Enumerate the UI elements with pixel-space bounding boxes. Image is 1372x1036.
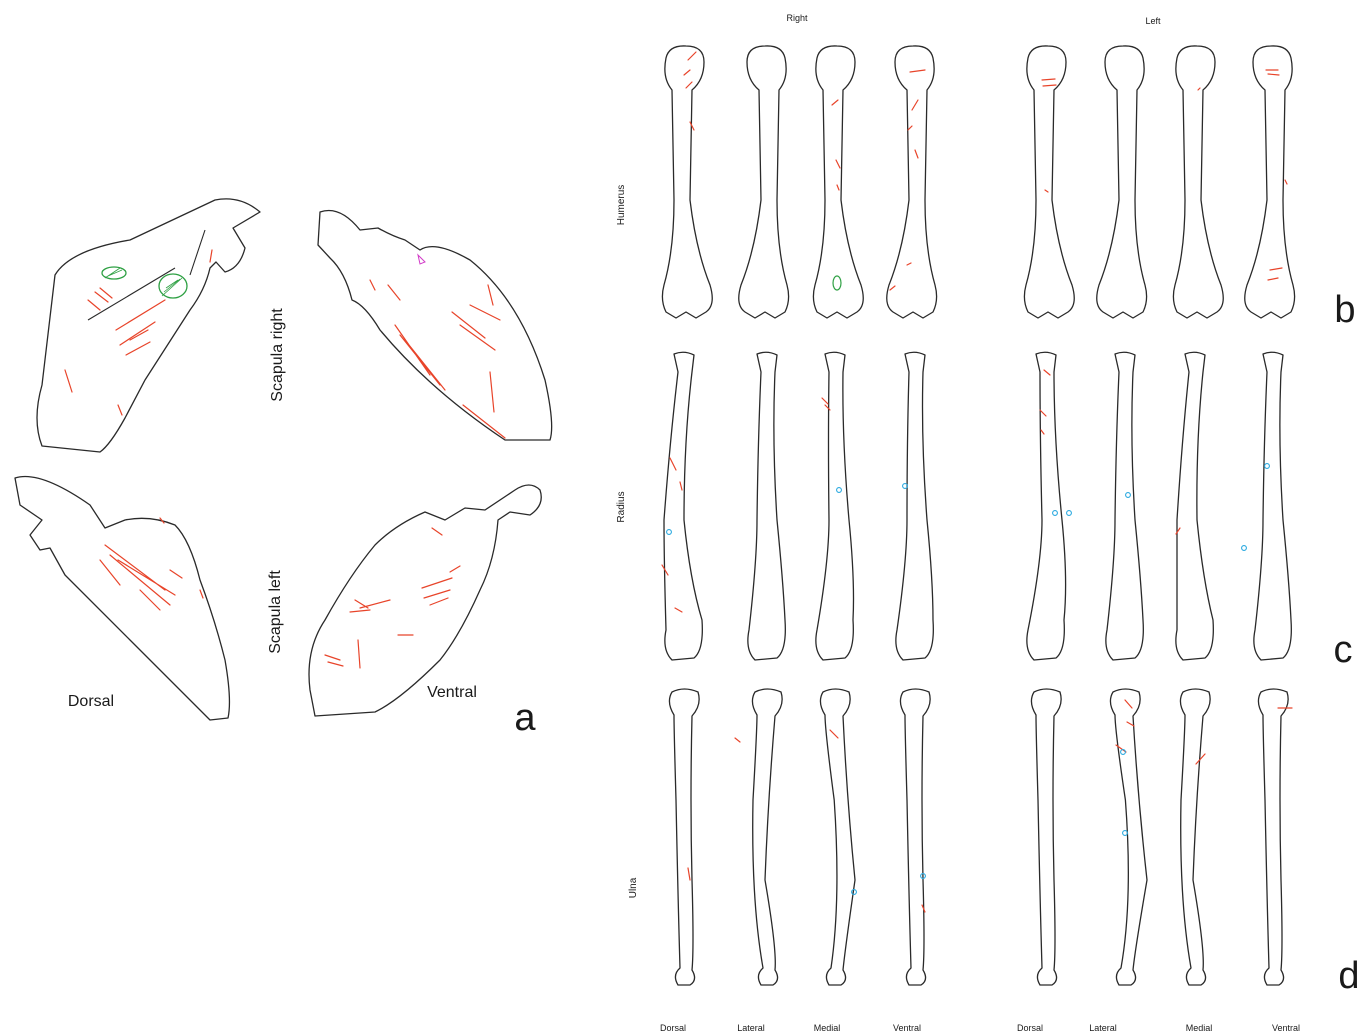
radius-right-dorsal-outline [664, 352, 702, 660]
view-label-1: Dorsal [660, 1023, 686, 1033]
radius-left-lateral-outline [1106, 352, 1143, 660]
radius-left-ventral-outline [1254, 352, 1291, 660]
humerus-row [662, 46, 1294, 318]
panel-letter-d: d [1338, 955, 1359, 997]
ulna-row [669, 689, 1288, 985]
ulna-left-ventral-outline [1258, 689, 1288, 985]
view-label-6: Lateral [1089, 1023, 1117, 1033]
radius-left-medial-outline [1176, 352, 1213, 660]
panel-bcd: Right Left Humerus Radius Ulna b c d Dor… [616, 13, 1360, 1033]
view-label-ventral: Ventral [427, 684, 477, 701]
view-label-5: Dorsal [1017, 1023, 1043, 1033]
radius-right-lateral-outline [748, 352, 785, 660]
ulna-right-medial-outline [820, 689, 855, 985]
humerus-left-medial-outline [1173, 46, 1223, 318]
panel-a: Scapula right Scapula left Dorsal Ventra… [15, 199, 552, 739]
pit-mark [1067, 511, 1072, 516]
humerus-right-lateral-outline [739, 46, 789, 318]
side-header-left: Left [1145, 16, 1161, 26]
humerus-left-ventral-outline [1245, 46, 1295, 318]
view-label-4: Ventral [893, 1023, 921, 1033]
scapula-left-ventral [309, 485, 541, 716]
view-label-2: Lateral [737, 1023, 765, 1033]
radius-right-medial-outline [816, 352, 854, 660]
panel-letter-c: c [1334, 629, 1353, 671]
humerus-left-dorsal-outline [1024, 46, 1074, 318]
pit-mark [1242, 546, 1247, 551]
ulna-right-dorsal-outline [669, 689, 699, 985]
ulna-right-ventral-outline [900, 689, 930, 985]
view-label-8: Ventral [1272, 1023, 1300, 1033]
panel-letter-a: a [514, 697, 536, 739]
humerus-left-lateral-outline [1097, 46, 1147, 318]
scapula-right-ventral [318, 210, 552, 440]
scapula-left-dorsal [15, 477, 229, 720]
view-label-7: Medial [1186, 1023, 1213, 1033]
scapula-right-label: Scapula right [269, 308, 286, 402]
scapula-right-dorsal [37, 199, 260, 452]
ulna-left-dorsal-outline [1031, 689, 1061, 985]
humerus-right-ventral-outline [887, 46, 937, 318]
cut-mark [735, 738, 740, 742]
bone-label-humerus: Humerus [616, 185, 627, 226]
humerus-right-medial-outline [813, 46, 863, 318]
view-label-dorsal: Dorsal [68, 693, 114, 710]
cut-mark [1285, 180, 1287, 184]
radius-right-ventral-outline [896, 352, 933, 660]
radius-left-dorsal-outline [1027, 352, 1066, 660]
pit-mark [1123, 831, 1128, 836]
ulna-right-lateral-outline [752, 689, 782, 985]
bone-label-ulna: Ulna [628, 877, 639, 898]
cut-mark [822, 398, 828, 404]
scapula-left-label: Scapula left [267, 570, 284, 654]
bone-label-radius: Radius [616, 491, 627, 522]
side-header-right: Right [786, 13, 808, 23]
ulna-left-lateral-outline [1110, 689, 1147, 985]
radius-row [664, 352, 1291, 660]
panel-letter-b: b [1334, 289, 1355, 331]
view-label-3: Medial [814, 1023, 841, 1033]
ulna-left-medial-outline [1180, 689, 1210, 985]
